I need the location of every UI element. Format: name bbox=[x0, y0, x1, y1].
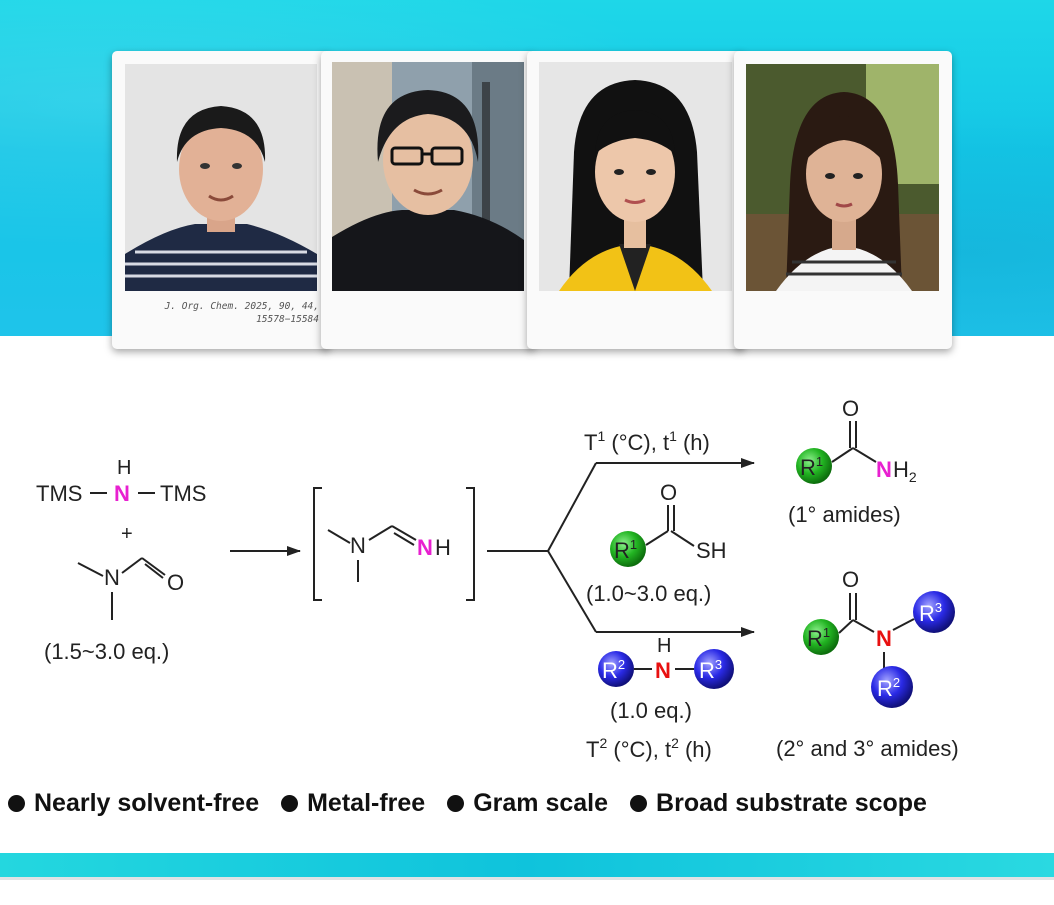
bond bbox=[831, 447, 854, 463]
bond bbox=[838, 619, 854, 634]
intermediate-nitrogen: N bbox=[350, 533, 366, 558]
substituted-amide-product: R1 O N R3 R2 (2° and 3° amides) bbox=[776, 567, 959, 761]
dmf-structure: N O (1.5~3.0 eq.) bbox=[44, 557, 184, 664]
bond bbox=[670, 530, 695, 547]
bond bbox=[391, 525, 417, 541]
author-photo-card-3 bbox=[527, 51, 745, 349]
amide-nitrogen: N bbox=[876, 626, 892, 651]
amine-reagent: R2 N H R3 (1.0 eq.) bbox=[598, 635, 734, 723]
primary-amides-label: (1° amides) bbox=[788, 502, 901, 527]
cond-t: t bbox=[663, 430, 669, 455]
bond bbox=[327, 529, 351, 544]
bond bbox=[852, 619, 875, 633]
bond bbox=[645, 530, 669, 546]
bullet-dot-icon bbox=[630, 794, 648, 812]
primary-amide-product: R1 O N H2 (1° amides) bbox=[788, 396, 917, 527]
citation-caption: J. Org. Chem. 2025, 90, 44, 15578−15584 bbox=[152, 300, 319, 326]
feature-item: Broad substrate scope bbox=[630, 789, 927, 818]
hexamethyldisilazane: TMS N H TMS bbox=[36, 457, 206, 506]
amine-nitrogen: N bbox=[655, 658, 671, 683]
feature-label: Broad substrate scope bbox=[656, 788, 927, 817]
branch-up bbox=[547, 462, 597, 552]
r3-label: R3 bbox=[699, 657, 722, 683]
formamidine-intermediate: N N H bbox=[313, 487, 475, 601]
r1-sphere bbox=[610, 531, 646, 567]
plus-sign: + bbox=[121, 523, 133, 545]
r2-sphere bbox=[598, 651, 634, 687]
r1-label: R1 bbox=[614, 537, 637, 563]
bond bbox=[393, 532, 415, 546]
r1-label: R1 bbox=[807, 625, 830, 651]
dmf-nitrogen: N bbox=[104, 565, 120, 590]
feature-label: Nearly solvent-free bbox=[34, 788, 260, 817]
tms-left-label: TMS bbox=[36, 481, 82, 506]
r3-sphere bbox=[694, 649, 734, 689]
bond bbox=[852, 447, 877, 463]
author-photo-card-4 bbox=[734, 51, 952, 349]
r2-label: R2 bbox=[602, 657, 625, 683]
cond-t-sup: 1 bbox=[669, 428, 677, 444]
thioacid-equiv: (1.0~3.0 eq.) bbox=[586, 581, 711, 606]
cond-T: T bbox=[584, 430, 597, 455]
amide-oxygen: O bbox=[842, 567, 859, 592]
lower-conditions: T2 (°C), t2 (h) bbox=[586, 735, 712, 762]
author-photo-card-2 bbox=[321, 51, 535, 349]
bullet-dot-icon bbox=[447, 794, 465, 812]
silazane-nitrogen: N bbox=[114, 481, 130, 506]
cond-t-unit: (h) bbox=[677, 430, 710, 455]
r3-sphere bbox=[913, 591, 955, 633]
bond bbox=[144, 563, 164, 579]
cond-T-sup: 1 bbox=[597, 428, 605, 444]
upper-conditions: T1 (°C), t1 (h) bbox=[584, 428, 710, 455]
bullet-dot-icon bbox=[281, 794, 299, 812]
r2-label: R2 bbox=[877, 675, 900, 701]
feature-label: Metal-free bbox=[307, 788, 426, 817]
bond bbox=[141, 557, 166, 576]
r1-label: R1 bbox=[800, 454, 823, 480]
cond-T-unit: (°C), bbox=[605, 430, 663, 455]
amide-nitrogen: N bbox=[876, 457, 892, 482]
dmf-equiv-label: (1.5~3.0 eq.) bbox=[44, 639, 169, 664]
feature-item: Gram scale bbox=[447, 789, 608, 818]
author-photo-4 bbox=[746, 64, 939, 291]
citation-line-2: 15578−15584 bbox=[256, 314, 319, 325]
citation-line-1: J. Org. Chem. 2025, 90, 44, bbox=[164, 301, 319, 312]
amide-h2: H2 bbox=[893, 457, 917, 485]
r1-sphere bbox=[803, 619, 839, 655]
secondary-tertiary-amides-label: (2° and 3° amides) bbox=[776, 736, 959, 761]
feature-item: Nearly solvent-free bbox=[8, 789, 259, 818]
author-photo-card-1: J. Org. Chem. 2025, 90, 44, 15578−15584 bbox=[112, 51, 330, 349]
bullet-dot-icon bbox=[8, 794, 25, 812]
r2-sphere bbox=[871, 666, 913, 708]
feature-list: Nearly solvent-free Metal-free Gram scal… bbox=[8, 785, 1048, 821]
thioacid-sh: SH bbox=[696, 538, 727, 563]
dmf-oxygen: O bbox=[167, 570, 184, 595]
bond bbox=[77, 562, 104, 577]
author-photo-3 bbox=[539, 62, 732, 291]
thioacid-oxygen: O bbox=[660, 480, 677, 505]
right-bracket bbox=[466, 487, 475, 601]
r3-label: R3 bbox=[919, 600, 942, 626]
feature-label: Gram scale bbox=[473, 788, 609, 817]
bond bbox=[892, 618, 915, 631]
feature-item: Metal-free bbox=[281, 789, 425, 818]
intermediate-nh-hydrogen: H bbox=[435, 535, 451, 560]
reaction-scheme: TMS N H TMS + N O (1.5~3.0 eq.) N N H bbox=[36, 396, 959, 762]
thioacid-reagent: R1 O SH (1.0~3.0 eq.) bbox=[586, 480, 727, 606]
author-photo-2 bbox=[332, 62, 524, 291]
amine-equiv: (1.0 eq.) bbox=[610, 698, 692, 723]
r1-sphere bbox=[796, 448, 832, 484]
tms-right-label: TMS bbox=[160, 481, 206, 506]
bond bbox=[368, 525, 393, 541]
author-photo-1 bbox=[125, 64, 317, 291]
intermediate-nh-nitrogen: N bbox=[417, 535, 433, 560]
silazane-hydrogen: H bbox=[117, 457, 131, 479]
footer-band bbox=[0, 853, 1054, 880]
branch-down bbox=[547, 550, 597, 633]
bond bbox=[121, 557, 143, 574]
amide-oxygen: O bbox=[842, 396, 859, 421]
left-bracket bbox=[313, 487, 322, 601]
amine-hydrogen: H bbox=[657, 635, 671, 657]
